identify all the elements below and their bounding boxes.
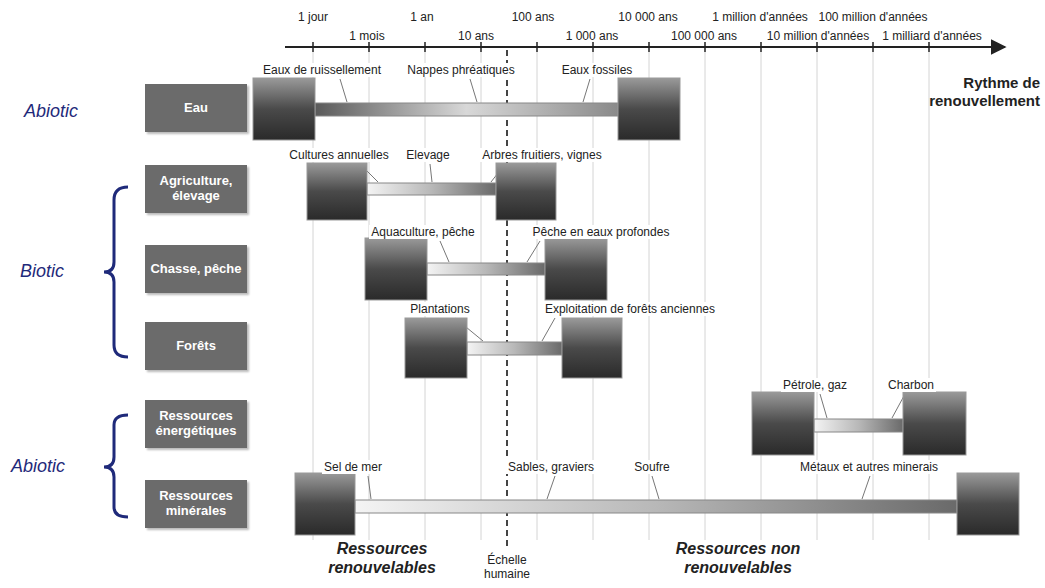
photo-grapes xyxy=(496,163,556,220)
zone-label: Ressources renouvelables xyxy=(322,539,442,577)
item-label: Soufre xyxy=(632,460,671,474)
item-label: Elevage xyxy=(404,148,451,162)
category-label: Biotic xyxy=(20,261,64,283)
axis-label: 10 000 ans xyxy=(618,10,677,24)
category-name: Agriculture, élevage xyxy=(150,174,242,204)
category-name: Forêts xyxy=(176,339,216,354)
range-bar xyxy=(315,103,618,116)
photo-coal xyxy=(903,392,966,455)
photo-fossil-water xyxy=(618,78,680,140)
axis-label: 1 jour xyxy=(298,10,328,24)
photo-fish xyxy=(545,238,607,300)
photo-oil-pump xyxy=(752,392,814,455)
item-label: Métaux et autres minerais xyxy=(798,460,940,474)
category-label: Abiotic xyxy=(11,456,65,478)
range-bar xyxy=(355,500,957,513)
category-name: Eau xyxy=(184,101,208,116)
range-bar xyxy=(467,342,562,355)
scale-label: Échelle humaine xyxy=(475,553,539,582)
item-label: Charbon xyxy=(886,378,936,392)
axis-label: 1 000 ans xyxy=(566,29,619,43)
category-box: Eau xyxy=(145,84,247,132)
category-box: Ressources minérales xyxy=(145,480,247,528)
item-label: Eaux de ruissellement xyxy=(261,63,383,77)
range-bar xyxy=(427,263,545,275)
photo-plantation xyxy=(405,318,467,378)
category-box: Forêts xyxy=(145,322,247,370)
axis-label: 1 million d'années xyxy=(712,10,808,24)
axis-label: 10 ans xyxy=(458,29,494,43)
axis-label: 1 an xyxy=(410,10,433,24)
axis-label: 100 000 ans xyxy=(671,29,737,43)
category-name: Ressources énergétiques xyxy=(150,409,242,439)
axis-label: 100 ans xyxy=(512,10,555,24)
axis-title: Rythme de renouvellement xyxy=(900,74,1040,110)
item-label: Nappes phréatiques xyxy=(405,63,516,77)
photo-crops xyxy=(307,163,367,220)
axis-label: 10 million d'années xyxy=(767,29,869,43)
category-name: Ressources minérales xyxy=(150,489,242,519)
photo-logs xyxy=(562,318,622,378)
biotic-bracket xyxy=(104,187,128,357)
category-name: Chasse, pêche xyxy=(150,262,241,277)
item-label: Pétrole, gaz xyxy=(781,378,849,392)
human-scale-line xyxy=(506,50,508,550)
item-label: Plantations xyxy=(408,302,471,316)
range-bar xyxy=(814,419,903,432)
photo-minerals xyxy=(957,473,1019,535)
item-label: Sel de mer xyxy=(322,460,384,474)
photo-waterfall xyxy=(253,78,315,140)
range-bar xyxy=(367,183,496,195)
photo-boat xyxy=(365,238,427,300)
category-box: Agriculture, élevage xyxy=(145,165,247,213)
item-label: Cultures annuelles xyxy=(287,148,390,162)
category-label: Abiotic xyxy=(24,101,78,123)
photo-salt xyxy=(295,473,355,535)
item-label: Exploitation de forêts anciennes xyxy=(543,302,717,316)
axis-label: 100 million d'années xyxy=(818,10,927,24)
axis-ticks xyxy=(313,42,929,52)
time-axis xyxy=(285,46,1005,48)
item-label: Eaux fossiles xyxy=(560,63,635,77)
item-label: Arbres fruitiers, vignes xyxy=(480,148,603,162)
item-label: Pêche en eaux profondes xyxy=(531,225,672,239)
category-box: Chasse, pêche xyxy=(145,245,247,293)
item-label: Sables, graviers xyxy=(506,460,596,474)
leader-lines xyxy=(340,79,905,499)
item-label: Aquaculture, pêche xyxy=(369,225,476,239)
category-box: Ressources énergétiques xyxy=(145,400,247,448)
axis-label: 1 milliard d'années xyxy=(882,29,982,43)
zone-label: Ressources non renouvelables xyxy=(663,539,813,577)
abiotic-bracket xyxy=(104,415,128,517)
axis-label: 1 mois xyxy=(349,29,384,43)
